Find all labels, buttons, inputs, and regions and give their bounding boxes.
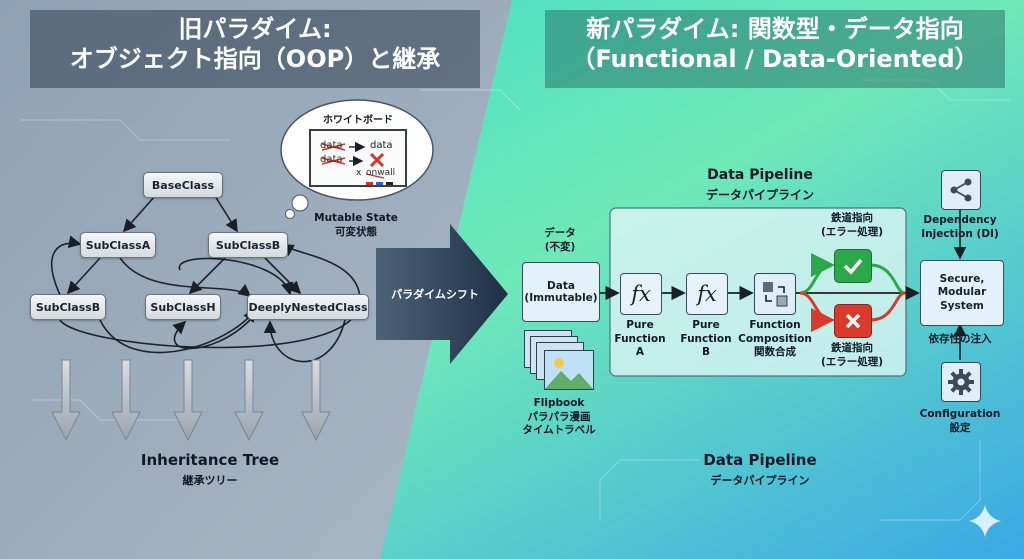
whiteboard-row1-from: data xyxy=(320,140,343,151)
rail-ok-label: 鉄道指向 (エラー処理) xyxy=(815,212,889,239)
pure-a-line3: A xyxy=(635,346,645,359)
secure-system-box: Secure, Modular System xyxy=(920,260,1004,326)
mutable-state-jp: 可変状態 xyxy=(335,225,377,238)
left-title: 旧パラダイム: オブジェクト指向（OOP）と継承 xyxy=(30,14,480,74)
pure-function-b-label: Pure Function B xyxy=(676,319,736,360)
pipeline-title: Data Pipeline xyxy=(707,167,813,183)
pure-b-line2: Function xyxy=(680,332,732,345)
config-label: Configuration 設定 xyxy=(910,408,1010,435)
data-caption-line2: (不変) xyxy=(544,240,576,253)
right-title-line2: （Functional / Data-Oriented） xyxy=(571,45,979,73)
composition-line3: 関数合成 xyxy=(754,346,796,359)
di-line2: Injection (DI) xyxy=(921,227,999,240)
error-x-icon xyxy=(834,304,872,338)
rail-ok-line1: 鉄道指向 xyxy=(831,212,873,224)
inheritance-tree-label: Inheritance Tree xyxy=(140,451,280,469)
flipbook-line2: パラパラ漫画 xyxy=(527,410,591,423)
node-subclass-b-left: SubClassB xyxy=(30,294,106,320)
pure-b-line3: B xyxy=(701,346,710,359)
right-title-line1: 新パラダイム: 関数型・データ指向 xyxy=(586,15,964,43)
whiteboard-row1-to: data xyxy=(370,140,393,151)
whiteboard-row2-from: data xyxy=(320,154,343,165)
config-line2: 設定 xyxy=(949,421,971,434)
down-arrows xyxy=(51,359,331,442)
pipeline-title-jp: データパイプライン xyxy=(705,188,814,202)
paradigm-shift-arrow xyxy=(376,224,508,364)
system-line3: System xyxy=(940,299,984,312)
rail-err-line1: 鉄道指向 xyxy=(831,342,873,354)
rail-err-label: 鉄道指向 (エラー処理) xyxy=(815,342,889,369)
data-box-line1: Data xyxy=(547,280,575,292)
success-check-icon xyxy=(834,249,872,283)
mutable-state: Mutable State xyxy=(314,212,398,224)
gear-icon xyxy=(941,362,981,402)
node-base-class: BaseClass xyxy=(143,172,223,198)
pure-a-line2: Function xyxy=(614,332,666,345)
pure-b-line1: Pure xyxy=(692,319,720,331)
bottom-pipeline-title-jp: データパイプライン xyxy=(710,474,810,487)
whiteboard-row3-x: x xyxy=(356,168,362,178)
pure-function-a-icon: fx xyxy=(620,273,662,315)
flipbook-label: Flipbook パラパラ漫画 タイムトラベル xyxy=(514,397,604,438)
thought-bubble xyxy=(280,99,434,219)
config-line1: Configuration xyxy=(919,408,1001,420)
inheritance-tree-label-jp: 継承ツリー xyxy=(182,474,238,487)
rail-err-line2: (エラー処理) xyxy=(820,355,884,368)
bottom-pipeline-title: Data Pipeline xyxy=(703,451,817,469)
paradigm-shift-label: パラダイムシフト xyxy=(391,288,479,301)
data-immutable-box: Data (Immutable) xyxy=(522,262,600,322)
di-label: Dependency Injection (DI) xyxy=(910,214,1010,241)
di-line1: Dependency xyxy=(923,214,997,226)
pure-function-b-icon: fx xyxy=(686,273,728,315)
composition-line2: Composition xyxy=(738,332,812,345)
right-title: 新パラダイム: 関数型・データ指向 （Functional / Data-Ori… xyxy=(540,14,1010,74)
flipbook-icon xyxy=(524,330,594,390)
di-jp-label: 依存性の注入 xyxy=(928,333,992,345)
composition-line1: Function xyxy=(749,319,801,331)
pure-a-line1: Pure xyxy=(626,319,654,331)
system-line1: Secure, xyxy=(939,272,985,285)
dependency-share-icon xyxy=(941,170,981,210)
left-title-line1: 旧パラダイム: xyxy=(178,15,332,43)
inheritance-edges xyxy=(50,195,361,363)
composition-label: Function Composition 関数合成 xyxy=(734,319,816,360)
node-subclass-h: SubClassH xyxy=(145,294,221,320)
node-subclass-a: SubClassA xyxy=(80,232,156,258)
node-subclass-b-right: SubClassB xyxy=(208,232,288,258)
system-line2: Modular xyxy=(937,286,987,299)
flipbook-line3: タイムトラベル xyxy=(522,424,596,437)
flipbook-line1: Flipbook xyxy=(533,397,585,409)
sparkle-icon xyxy=(969,505,1001,537)
left-title-line2: オブジェクト指向（OOP）と継承 xyxy=(69,45,441,73)
whiteboard-title: ホワイトボード xyxy=(323,115,393,126)
mutable-state-label: Mutable State 可変状態 xyxy=(296,212,416,239)
data-box-line2: (Immutable) xyxy=(524,292,598,304)
data-caption: データ (不変) xyxy=(520,227,600,254)
composition-icon xyxy=(754,273,796,315)
node-deeply-nested-class: DeeplyNestedClass xyxy=(247,294,369,320)
pure-function-a-label: Pure Function A xyxy=(610,319,670,360)
data-caption-line1: データ xyxy=(544,227,576,239)
rail-ok-line2: (エラー処理) xyxy=(820,225,884,238)
whiteboard-row3-word: onwall xyxy=(366,168,396,178)
